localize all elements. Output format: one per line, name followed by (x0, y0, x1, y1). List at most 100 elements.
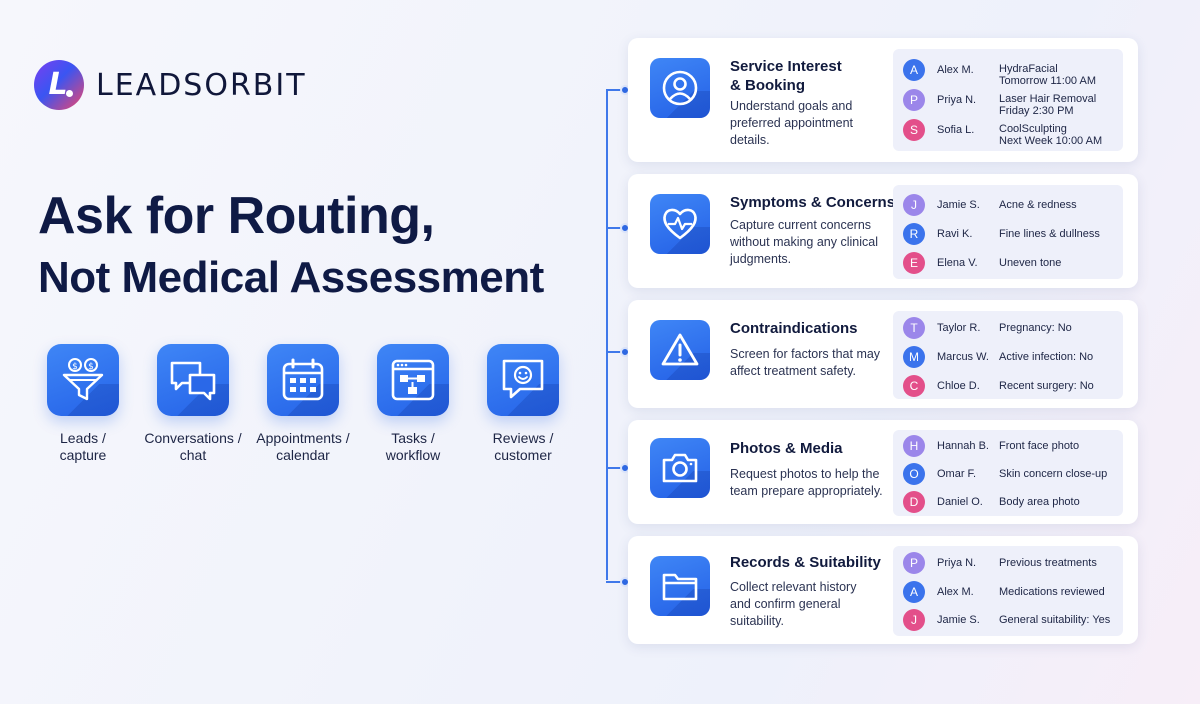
entry-detail: HydraFacial Tomorrow 11:00 AM (999, 63, 1097, 87)
list-item: C Chloe D. Recent surgery: No (903, 375, 1094, 397)
card-photos-media: Photos & Media Request photos to help th… (628, 420, 1138, 524)
avatar: P (903, 89, 925, 111)
avatar: A (903, 581, 925, 603)
entry-name: Priya N. (937, 557, 977, 569)
card-title: Records & Suitability (730, 554, 881, 571)
card-description: Understand goals and preferred appointme… (730, 99, 853, 147)
entry-detail: Front face photo (999, 440, 1080, 452)
card-description: Collect relevant history and confirm gen… (730, 580, 857, 628)
feature-tasks: Tasks / workflow (358, 344, 468, 464)
entry-name: Priya N. (937, 94, 977, 106)
connector-stub (606, 89, 626, 91)
avatar: P (903, 552, 925, 574)
feature-conversations: Conversations / chat (138, 344, 248, 464)
entry-name: Jamie S. (937, 199, 980, 211)
list-item: R Ravi K. Fine lines & dullness (903, 223, 1100, 245)
list-item: E Elena V. Uneven tone (903, 252, 1061, 274)
connector-stub (606, 227, 626, 229)
entry-detail: Medications reviewed (999, 586, 1105, 598)
entry-detail: General suitability: Yes (999, 614, 1111, 626)
feature-leads: $ $ Leads / capture (28, 344, 138, 464)
feature-label: Leads / capture (59, 430, 107, 463)
entry-name: Omar F. (937, 468, 977, 480)
entry-detail: Previous treatments (999, 557, 1097, 569)
entries-panel: A Alex M. HydraFacial Tomorrow 11:00 AM … (893, 49, 1123, 151)
brand-name: LEADSORBIT (96, 67, 307, 103)
heart-pulse-icon (650, 194, 710, 254)
card-title: Symptoms & Concerns (730, 194, 896, 211)
card-title: Service Interest & Booking (730, 58, 842, 94)
entry-detail: Laser Hair Removal Friday 2:30 PM (999, 93, 1097, 117)
feature-label: Conversations / chat (144, 430, 242, 463)
list-item: H Hannah B. Front face photo (903, 435, 1079, 457)
entries-panel: T Taylor R. Pregnancy: No M Marcus W. Ac… (893, 311, 1123, 399)
feature-label: Appointments / calendar (256, 430, 350, 463)
avatar: H (903, 435, 925, 457)
entries-panel: J Jamie S. Acne & redness R Ravi K. Fine… (893, 185, 1123, 279)
entry-name: Jamie S. (937, 614, 980, 626)
card-contraindications: Contraindications Screen for factors tha… (628, 300, 1138, 408)
connector-stub (606, 351, 626, 353)
list-item: A Alex M. Medications reviewed (903, 581, 1105, 603)
avatar: M (903, 346, 925, 368)
card-description: Capture current concerns without making … (730, 218, 878, 266)
avatar: J (903, 609, 925, 631)
brand-logo-letter: L (48, 67, 68, 102)
entry-name: Elena V. (937, 257, 978, 269)
entry-detail: CoolSculpting Next Week 10:00 AM (999, 123, 1103, 147)
svg-text:$: $ (88, 362, 94, 372)
avatar: E (903, 252, 925, 274)
chat-icon (157, 344, 229, 416)
feature-appointments: Appointments / calendar (248, 344, 358, 464)
entry-name: Chloe D. (937, 380, 980, 392)
workflow-icon (377, 344, 449, 416)
calendar-icon (267, 344, 339, 416)
entry-name: Daniel O. (937, 496, 983, 508)
entry-name: Ravi K. (937, 228, 973, 240)
connector-stub (606, 581, 626, 583)
entry-detail: Body area photo (999, 496, 1080, 508)
list-item: O Omar F. Skin concern close-up (903, 463, 1107, 485)
card-symptoms: Symptoms & Concerns Capture current conc… (628, 174, 1138, 288)
user-icon (650, 58, 710, 118)
brand-logo-dot (66, 90, 73, 97)
review-icon (487, 344, 559, 416)
entry-detail: Active infection: No (999, 351, 1094, 363)
feature-row: $ $ Leads / capture Conversations / chat (28, 344, 578, 464)
list-item: A Alex M. HydraFacial Tomorrow 11:00 AM (903, 59, 1096, 87)
list-item: P Priya N. Laser Hair Removal Friday 2:3… (903, 89, 1096, 117)
headline-line-1: Ask for Routing, (38, 187, 435, 245)
avatar: D (903, 491, 925, 513)
brand: L LEADSORBIT (34, 60, 307, 110)
feature-label: Tasks / workflow (385, 430, 441, 463)
feature-label: Reviews / customer (492, 430, 554, 463)
card-records: Records & Suitability Collect relevant h… (628, 536, 1138, 644)
entry-detail: Fine lines & dullness (999, 228, 1100, 240)
entry-detail: Pregnancy: No (999, 322, 1072, 334)
entry-name: Alex M. (937, 586, 974, 598)
card-description: Request photos to help the team prepare … (730, 467, 883, 498)
avatar: C (903, 375, 925, 397)
entry-name: Marcus W. (937, 351, 989, 363)
entry-name: Taylor R. (937, 322, 981, 334)
brand-logo: L (34, 60, 84, 110)
warning-icon (650, 320, 710, 380)
entries-panel: H Hannah B. Front face photo O Omar F. S… (893, 430, 1123, 516)
card-title: Photos & Media (730, 440, 843, 457)
headline: Ask for Routing, Not Medical Assessment (38, 186, 544, 308)
entry-name: Alex M. (937, 64, 974, 76)
camera-icon (650, 438, 710, 498)
avatar: R (903, 223, 925, 245)
entries-panel: P Priya N. Previous treatments A Alex M.… (893, 546, 1123, 636)
avatar: O (903, 463, 925, 485)
entry-name: Hannah B. (937, 440, 989, 452)
list-item: D Daniel O. Body area photo (903, 491, 1080, 513)
list-item: P Priya N. Previous treatments (903, 552, 1097, 574)
svg-text:$: $ (72, 362, 78, 372)
connector-line (606, 90, 608, 580)
entry-detail: Acne & redness (999, 199, 1077, 211)
avatar: J (903, 194, 925, 216)
entry-detail: Uneven tone (999, 257, 1062, 269)
avatar: A (903, 59, 925, 81)
funnel-icon: $ $ (47, 344, 119, 416)
